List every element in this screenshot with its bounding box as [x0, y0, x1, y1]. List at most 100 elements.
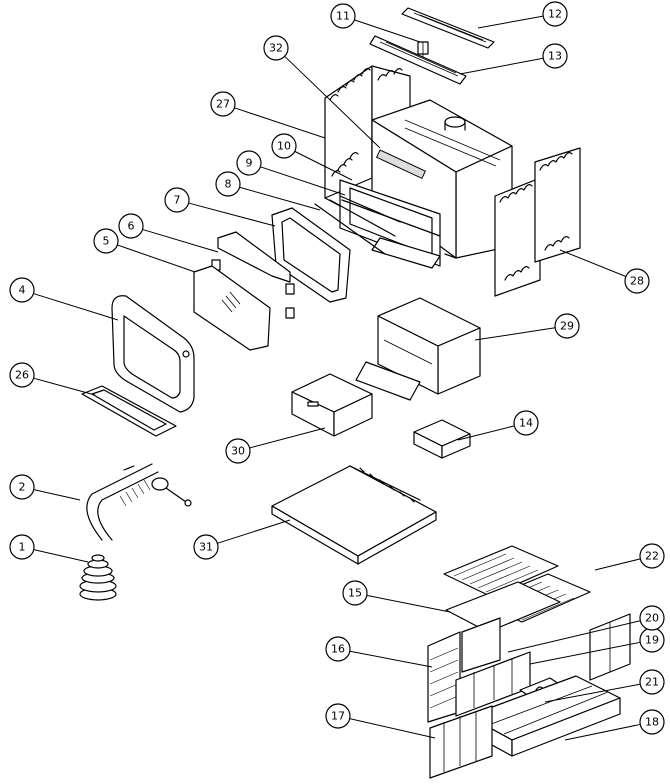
callout-label: 6 — [128, 220, 135, 233]
callout-label: 31 — [199, 541, 213, 554]
callout-label: 20 — [645, 612, 659, 625]
callout-circle — [325, 703, 351, 729]
callout-circle — [325, 636, 351, 662]
part-14-bracket — [413, 419, 471, 459]
callout-7: 7 — [164, 187, 276, 227]
part-right-side-bricks — [589, 613, 631, 681]
callout-20: 20 — [507, 605, 665, 653]
callout-17: 17 — [325, 703, 436, 739]
callout-circle — [236, 150, 262, 176]
leader-line — [33, 549, 89, 563]
part-27-firebox-body — [324, 65, 513, 269]
callout-label: 22 — [645, 550, 659, 563]
callout-26: 26 — [9, 362, 96, 396]
part-20-back-brick — [461, 617, 501, 673]
callout-label: 32 — [269, 42, 283, 55]
callout-31: 31 — [193, 519, 291, 560]
callout-label: 8 — [225, 178, 232, 191]
callout-12: 12 — [477, 1, 568, 29]
callout-label: 10 — [277, 140, 291, 153]
leader-line — [249, 427, 326, 449]
callout-label: 28 — [630, 275, 644, 288]
callout-label: 16 — [331, 643, 345, 656]
leader-line — [234, 107, 326, 139]
callout-circle — [164, 187, 190, 213]
leader-line — [564, 723, 641, 741]
leader-line — [354, 19, 421, 43]
callout-16: 16 — [325, 636, 433, 668]
callout-circle — [342, 580, 368, 606]
callout-label: 18 — [645, 716, 659, 729]
callout-circle — [210, 91, 236, 117]
callout-label: 7 — [174, 194, 181, 207]
leader-line — [117, 244, 196, 273]
leader-line — [217, 519, 291, 544]
leader-line — [544, 683, 641, 703]
callout-4: 4 — [9, 277, 119, 321]
callout-label: 29 — [560, 320, 574, 333]
callout-10: 10 — [271, 133, 353, 181]
part-26-ash-lip — [81, 385, 177, 437]
callout-29: 29 — [474, 313, 580, 341]
callout-14: 14 — [457, 410, 539, 441]
callout-18: 18 — [564, 709, 665, 741]
leader-line — [559, 249, 627, 277]
callout-label: 11 — [336, 10, 350, 23]
part-5-glass-pane — [193, 265, 271, 351]
leader-line — [33, 377, 96, 396]
callout-9: 9 — [236, 150, 346, 196]
leader-line — [33, 293, 119, 321]
callout-circle — [639, 669, 665, 695]
part-29-ash-box-housing — [355, 297, 481, 401]
leader-line — [142, 228, 219, 253]
part-15-brick-slab — [445, 581, 561, 633]
callout-label: 17 — [331, 710, 345, 723]
callout-label: 2 — [19, 481, 26, 494]
callout-circle — [624, 268, 650, 294]
leader-line — [366, 594, 451, 613]
callout-11: 11 — [330, 3, 421, 43]
callout-circle — [9, 277, 35, 303]
part-1-bellows — [79, 554, 117, 601]
callout-13: 13 — [459, 43, 568, 75]
callout-circle — [93, 228, 119, 254]
callout-1: 1 — [9, 534, 89, 563]
callout-22: 22 — [594, 543, 665, 571]
leader-line — [477, 15, 544, 29]
callout-circle — [9, 474, 35, 500]
leader-line — [284, 55, 381, 149]
callout-label: 12 — [548, 8, 562, 21]
part-8-10-rods — [314, 195, 401, 255]
leader-line — [188, 202, 276, 227]
callout-5: 5 — [93, 228, 196, 273]
callout-circle — [542, 43, 568, 69]
callout-circle — [215, 171, 241, 197]
callout-label: 30 — [231, 445, 245, 458]
leader-line — [594, 558, 641, 571]
leader-line — [349, 650, 433, 668]
callout-label: 1 — [19, 541, 26, 554]
callout-circle — [513, 410, 539, 436]
callout-27: 27 — [210, 91, 326, 139]
leader-line — [529, 641, 641, 665]
part-13-baffle-rail — [369, 35, 467, 85]
part-31-hearth-pan — [271, 465, 437, 565]
callout-8: 8 — [215, 171, 321, 211]
callout-circle — [542, 1, 568, 27]
callout-32: 32 — [263, 35, 381, 149]
part-4-front-frame — [111, 295, 195, 413]
callout-circle — [9, 534, 35, 560]
part-7-door-frame — [271, 207, 351, 303]
callout-15: 15 — [342, 580, 451, 613]
leader-line — [459, 57, 544, 75]
callout-circle — [225, 438, 251, 464]
callout-28: 28 — [559, 249, 650, 294]
callout-label: 15 — [348, 587, 362, 600]
callout-label: 26 — [15, 369, 29, 382]
callout-label: 19 — [645, 634, 659, 647]
part-6-glass-clip — [211, 231, 295, 319]
callout-circle — [330, 3, 356, 29]
leader-line — [33, 489, 81, 501]
